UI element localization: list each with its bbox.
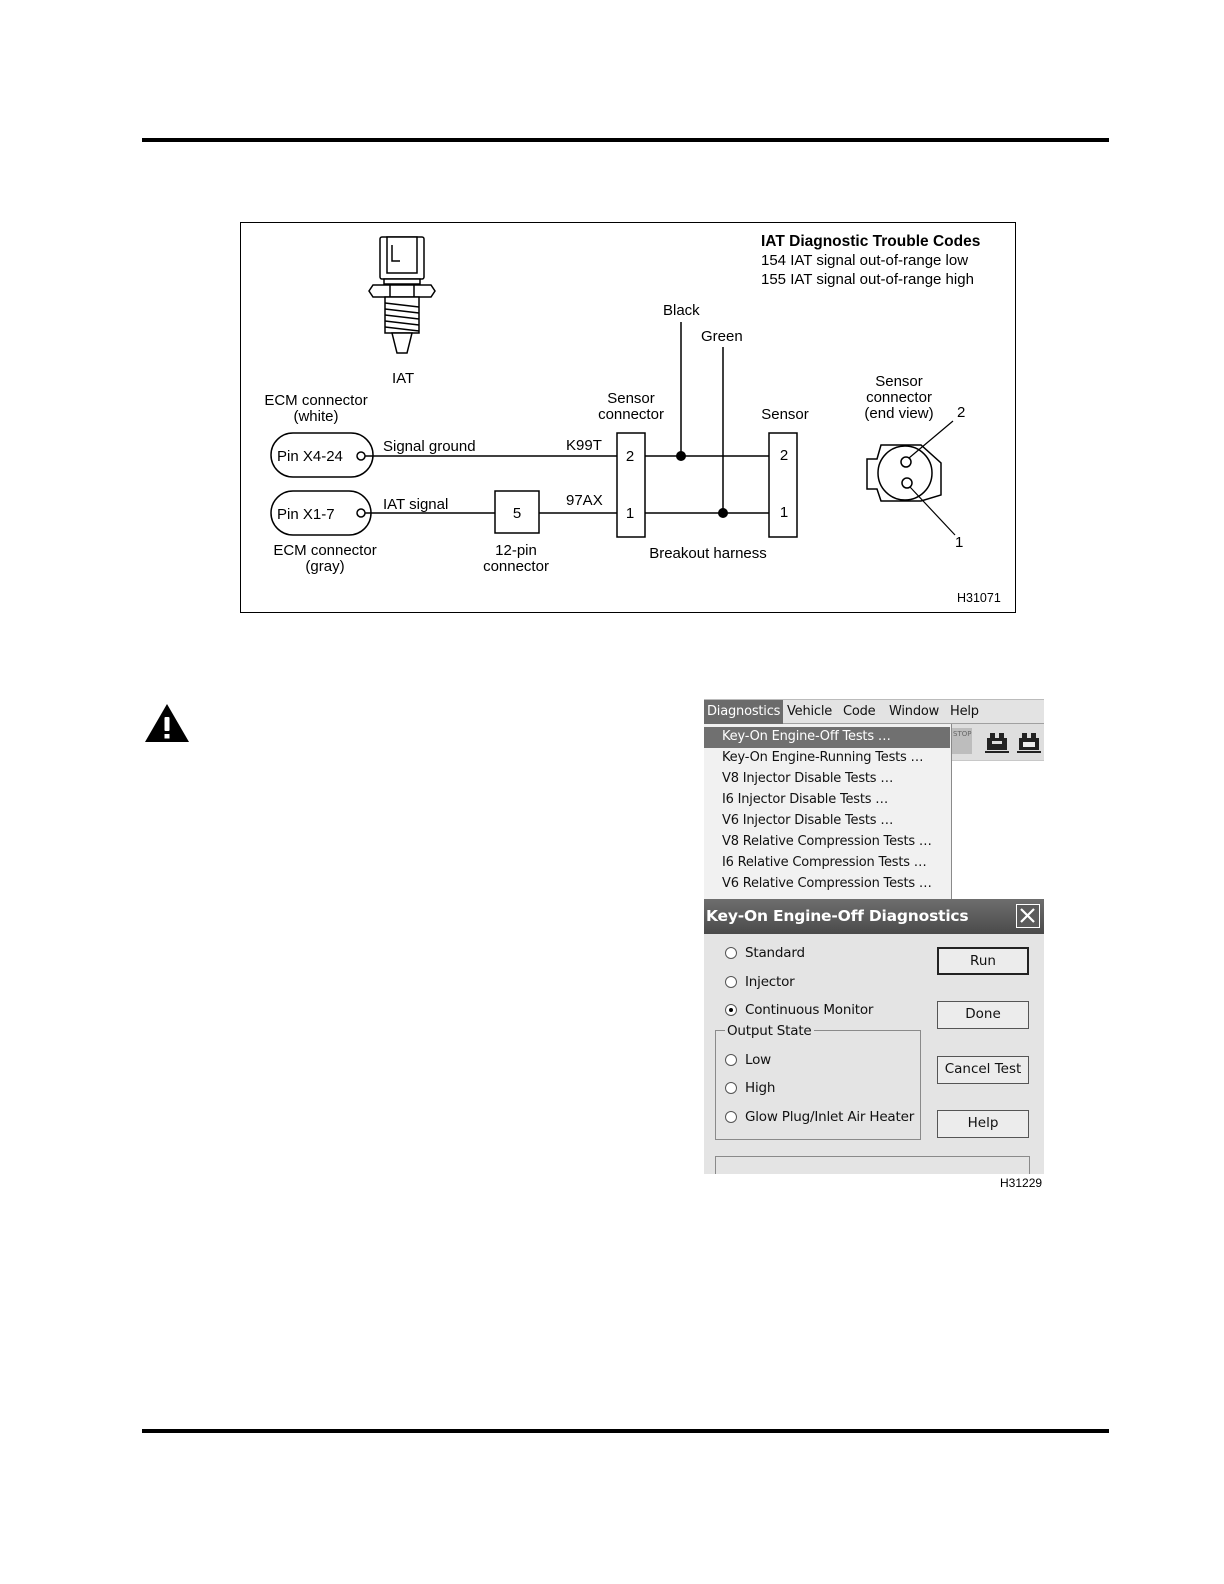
pin-x1-7-label: Pin X1-7 [277,506,335,523]
radio-injector-label: Injector [745,974,795,990]
menu-code[interactable]: Code [843,704,876,719]
sensor-connector-pin-1: 1 [626,505,634,522]
ecm-white-label-2: (white) [293,408,338,425]
dtc-title: IAT Diagnostic Trouble Codes [761,233,980,250]
stop-button[interactable]: STOP [952,728,972,754]
twelve-pin-connector [494,490,540,534]
menu-help[interactable]: Help [950,704,979,719]
menu-item-i6-relative-compression[interactable]: I6 Relative Compression Tests … [722,855,927,870]
bottom-rule [142,1429,1109,1433]
splice-green [718,508,728,518]
close-button[interactable] [1016,904,1040,928]
radio-injector[interactable] [725,976,737,988]
diagnostics-dropdown: Key-On Engine-Off Tests … Key-On Engine-… [704,724,952,899]
radio-low-label: Low [745,1052,771,1068]
radio-standard-label: Standard [745,945,805,961]
sensor-connector-end-view [866,444,942,502]
pin-x4-24-label: Pin X4-24 [277,448,343,465]
menu-item-v8-relative-compression[interactable]: V8 Relative Compression Tests … [722,834,932,849]
end-view-label-2: connector [866,389,932,406]
iat-sensor-drawing [368,236,436,354]
diagram-figure-id: H31071 [957,591,1001,605]
sensor-connector-pin-2: 2 [626,448,634,465]
menu-vehicle[interactable]: Vehicle [787,704,833,719]
menu-window[interactable]: Window [889,704,940,719]
sensor-label: Sensor [761,406,809,423]
ecm-gray-label-1: ECM connector [273,542,376,559]
wire-k99t-label: K99T [566,437,602,454]
run-button[interactable]: Run [937,947,1029,975]
signal-ground-label: Signal ground [383,438,476,455]
output-state-label: Output State [725,1023,814,1039]
radio-continuous-monitor-label: Continuous Monitor [745,1002,874,1018]
stop-label: STOP [953,730,972,738]
end-view-pin-1: 1 [955,534,963,551]
dialog-title: Key-On Engine-Off Diagnostics [706,907,969,925]
iat-label: IAT [392,370,414,387]
sensor-pin-2: 2 [780,447,788,464]
menu-diagnostics[interactable]: Diagnostics [704,700,784,724]
green-wire-label: Green [701,328,743,345]
dtc-line-155: 155 IAT signal out-of-range high [761,271,974,288]
menu-item-v6-injector-disable[interactable]: V6 Injector Disable Tests … [722,813,894,828]
close-icon [1020,908,1035,923]
dropdown-highlight [704,727,950,748]
status-strip [715,1156,1030,1174]
radio-glow-plug-label: Glow Plug/Inlet Air Heater [745,1109,915,1125]
dtc-line-154: 154 IAT signal out-of-range low [761,252,968,269]
ecm-white-label-1: ECM connector [264,392,367,409]
screenshot-figure-id: H31229 [1000,1176,1043,1190]
radio-high[interactable] [725,1082,737,1094]
menu-item-key-on-engine-off[interactable]: Key-On Engine-Off Tests … [722,729,891,744]
sensor-connector-label-1: Sensor [607,390,655,407]
cancel-test-button[interactable]: Cancel Test [937,1056,1029,1084]
radio-glow-plug[interactable] [725,1111,737,1123]
output-state-group [715,1030,921,1140]
key-on-engine-off-dialog: Key-On Engine-Off Diagnostics Standard I… [704,899,1044,1174]
warning-icon [145,704,189,742]
twelve-pin-label-1: 12-pin [495,542,537,559]
splice-black [676,451,686,461]
software-screenshot: Diagnostics Vehicle Code Window Help STO… [704,699,1044,1174]
ecm-gray-label-2: (gray) [305,558,344,575]
radio-high-label: High [745,1080,776,1096]
done-button[interactable]: Done [937,1001,1029,1029]
engine-compression-icon[interactable] [1016,730,1042,754]
toolbar: STOP [952,724,1044,761]
iat-signal-label: IAT signal [383,496,448,513]
menu-item-v8-injector-disable[interactable]: V8 Injector Disable Tests … [722,771,894,786]
sensor-connector-block [616,432,646,538]
sensor-connector-label-2: connector [598,406,664,423]
pin-x4-24-oval [270,432,374,478]
sensor-pin-1: 1 [780,504,788,521]
sensor-block [768,432,798,538]
black-wire-label: Black [663,302,700,319]
breakout-harness-label: Breakout harness [649,545,767,562]
top-rule [142,138,1109,142]
radio-continuous-monitor[interactable] [725,1004,737,1016]
menu-item-key-on-engine-running[interactable]: Key-On Engine-Running Tests … [722,750,924,765]
help-button[interactable]: Help [937,1110,1029,1138]
menu-bar: Diagnostics Vehicle Code Window Help [704,699,1044,724]
menu-item-v6-relative-compression[interactable]: V6 Relative Compression Tests … [722,876,932,891]
end-view-label-1: Sensor [875,373,923,390]
engine-test-icon[interactable] [984,730,1010,754]
end-view-pin-2: 2 [957,404,965,421]
end-view-label-3: (end view) [864,405,933,422]
radio-low[interactable] [725,1054,737,1066]
wire-97ax-label: 97AX [566,492,603,509]
dialog-title-bar: Key-On Engine-Off Diagnostics [704,899,1044,934]
radio-standard[interactable] [725,947,737,959]
wiring-diagram: IAT Diagnostic Trouble Codes 154 IAT sig… [240,222,1016,613]
twelve-pin-number: 5 [513,505,521,522]
twelve-pin-label-2: connector [483,558,549,575]
menu-item-i6-injector-disable[interactable]: I6 Injector Disable Tests … [722,792,889,807]
